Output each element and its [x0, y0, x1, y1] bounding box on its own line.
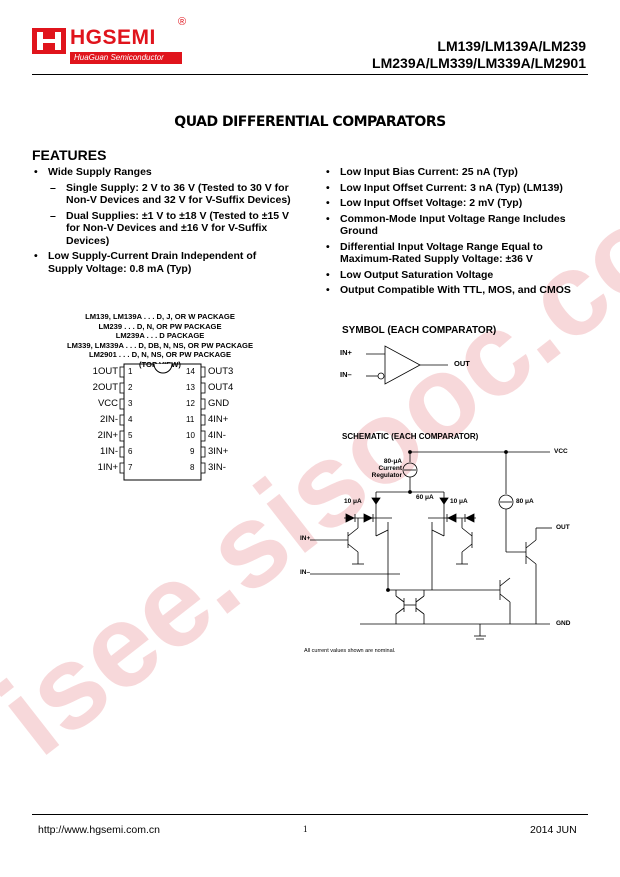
pin-number-right: 10: [186, 431, 195, 440]
package-line: LM239A . . . D PACKAGE: [115, 331, 205, 341]
pin-name-left: 2IN+: [97, 430, 118, 441]
pin-lead-left: [119, 462, 125, 474]
pin-lead-left: [119, 446, 125, 458]
pin-lead-right: [200, 398, 206, 410]
schematic-diagram: VCC 80-μA Current Regulator 60 μA 10 μA …: [300, 440, 590, 645]
schematic-note: All current values shown are nominal.: [304, 648, 396, 654]
pin-lead-right: [200, 446, 206, 458]
feature-item: Dual Supplies: ±1 V to ±18 V (Tested to …: [32, 210, 294, 248]
pin-number-left: 2: [128, 383, 133, 392]
pin-number-left: 4: [128, 415, 133, 424]
features-heading: FEATURES: [32, 147, 107, 163]
package-line: LM239 . . . D, N, OR PW PACKAGE: [98, 321, 222, 331]
logo-subtitle: HuaGuan Semiconductor: [70, 52, 182, 64]
features-left-list: Wide Supply RangesSingle Supply: 2 V to …: [32, 166, 294, 278]
pin-lead-left: [119, 430, 125, 442]
pin-number-right: 11: [186, 415, 195, 424]
schematic-gnd-label: GND: [556, 620, 571, 627]
feature-item: Low Supply-Current Drain Independent of …: [32, 250, 294, 275]
schematic-in-plus-label: IN+: [300, 535, 311, 542]
pin-name-left: 2IN-: [100, 414, 118, 425]
pin-lead-left: [119, 414, 125, 426]
registered-mark: ®: [178, 16, 187, 28]
pin-lead-right: [200, 462, 206, 474]
pin-lead-right: [200, 430, 206, 442]
schematic-60ua-label: 60 μA: [416, 494, 434, 501]
part-numbers-line2: LM239A/LM339/LM339A/LM2901: [372, 55, 586, 71]
package-line: LM139, LM139A . . . D, J, OR W PACKAGE: [85, 312, 235, 321]
schematic-out-label: OUT: [556, 524, 570, 531]
pin-lead-right: [200, 366, 206, 378]
pin-number-right: 9: [190, 447, 195, 456]
schematic-heading: SCHEMATIC (EACH COMPARATOR): [342, 432, 479, 441]
pin-lead-left: [119, 398, 125, 410]
features-right-list: Low Input Bias Current: 25 nA (Typ) Low I…: [324, 166, 588, 300]
schematic-10ua-right-label: 10 μA: [450, 498, 468, 505]
feature-item: Wide Supply Ranges: [32, 166, 294, 179]
pin-name-right: GND: [208, 398, 230, 409]
feature-item: Low Input Offset Current: 3 nA (Typ) (LM…: [324, 182, 588, 195]
pin-name-left: 1IN-: [100, 446, 118, 457]
footer-url[interactable]: http://www.hgsemi.com.cn: [38, 824, 160, 836]
pin-number-left: 1: [128, 367, 133, 376]
pin-name-left: 1OUT: [92, 366, 118, 377]
comparator-symbol: IN+ IN– OUT: [340, 340, 540, 390]
feature-item: Single Supply: 2 V to 36 V (Tested to 30…: [32, 182, 294, 207]
feature-item: Low Input Offset Voltage: 2 mV (Typ): [324, 197, 588, 210]
pin-name-left: VCC: [97, 398, 118, 409]
feature-item: Differential Input Voltage Range Equal t…: [324, 241, 588, 266]
footer-page-number: 1: [303, 824, 308, 834]
pin-number-left: 5: [128, 431, 133, 440]
pin-number-right: 13: [186, 383, 195, 392]
document-title: QUAD DIFFERENTIAL COMPARATORS: [174, 114, 446, 130]
symbol-out: OUT: [454, 359, 470, 368]
pin-number-left: 7: [128, 463, 133, 472]
pin-name-left: 1IN+: [97, 462, 118, 473]
schematic-10ua-left-label: 10 μA: [344, 498, 362, 505]
pin-name-right: 4IN+: [208, 414, 229, 425]
pin-lead-left: [119, 366, 125, 378]
pin-name-right: 3IN-: [208, 462, 226, 473]
pin-lead-left: [119, 382, 125, 394]
pin-name-right: OUT3: [208, 366, 234, 377]
pin-lead-right: [200, 414, 206, 426]
feature-item: Low Input Bias Current: 25 nA (Typ): [324, 166, 588, 179]
footer-rule: [32, 814, 588, 815]
pin-number-right: 14: [186, 367, 195, 376]
pin-number-left: 3: [128, 399, 133, 408]
pin-lead-right: [200, 382, 206, 394]
logo-text: HGSEMI: [70, 26, 156, 49]
pin-number-right: 12: [186, 399, 195, 408]
part-numbers-line1: LM139/LM139A/LM239: [437, 38, 586, 54]
pin-name-right: 3IN+: [208, 446, 229, 457]
pin-name-left: 2OUT: [92, 382, 118, 393]
feature-item: Common-Mode Input Voltage Range Includes…: [324, 213, 588, 238]
header-rule: [32, 74, 588, 75]
logo-icon: [32, 28, 66, 54]
schematic-vcc-label: VCC: [554, 448, 568, 455]
schematic-80ua-label: 80 μA: [516, 498, 534, 505]
symbol-in-minus: IN–: [340, 370, 352, 379]
feature-item: Output Compatible With TTL, MOS, and CMO…: [324, 284, 588, 297]
symbol-heading: SYMBOL (EACH COMPARATOR): [342, 325, 497, 336]
package-line: LM339, LM339A . . . D, DB, N, NS, OR PW …: [66, 340, 254, 350]
package-line: LM2901 . . . D, N, NS, OR PW PACKAGE: [88, 350, 232, 360]
pin-number-right: 8: [190, 463, 195, 472]
feature-item: Low Output Saturation Voltage: [324, 269, 588, 282]
symbol-in-plus: IN+: [340, 348, 352, 357]
pin-name-right: 4IN-: [208, 430, 226, 441]
pin-number-left: 6: [128, 447, 133, 456]
footer-date: 2014 JUN: [530, 824, 577, 836]
schematic-current-regulator-label: 80-μA Current Regulator: [371, 458, 402, 479]
schematic-in-minus-label: IN–: [300, 569, 311, 576]
pin-name-right: OUT4: [208, 382, 234, 393]
